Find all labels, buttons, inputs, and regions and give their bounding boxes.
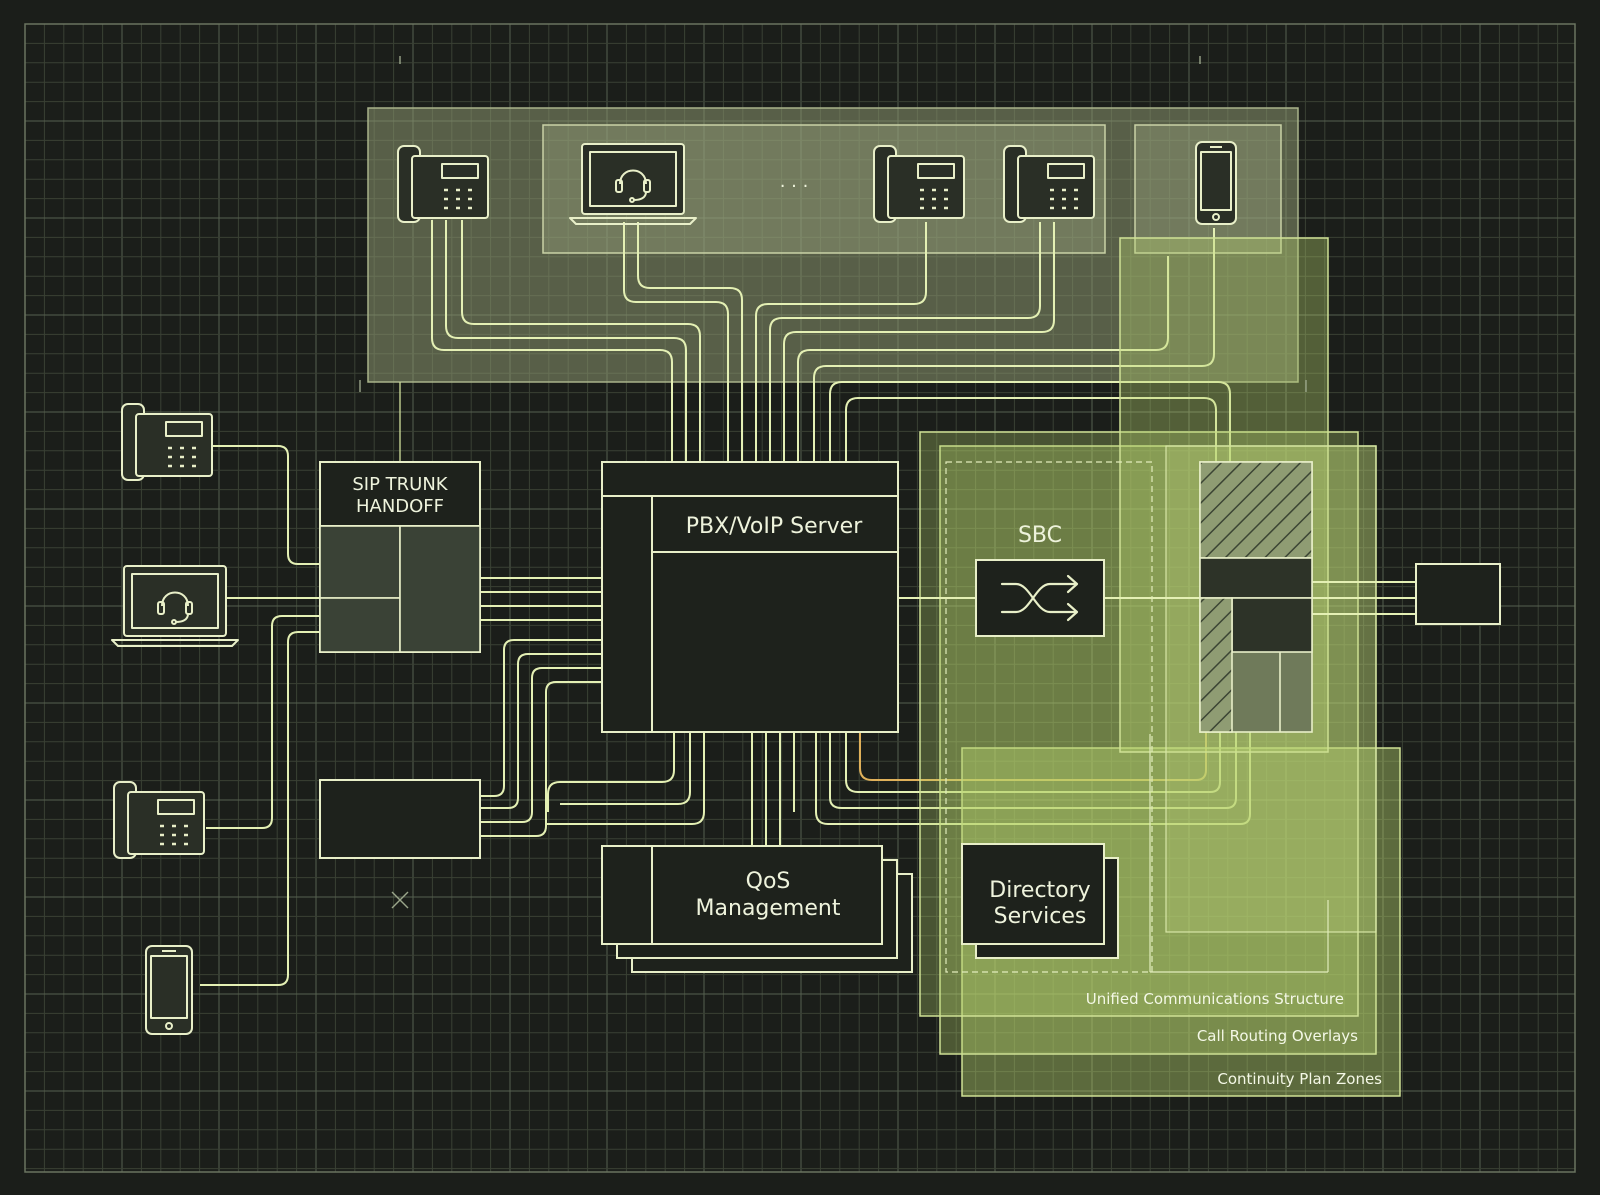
top-desk-phone-3 [1003,145,1095,223]
qos-label-line1: QoS [746,869,791,894]
left-endpoint-wires [200,445,320,986]
pbx-bottom-wires [546,730,1251,846]
qos-management: QoS Management [601,845,913,973]
headset-icon [157,591,193,625]
shuffle-icon [1000,574,1079,622]
directory-services: Directory Services [961,843,1119,959]
top-ellipsis: · · · [780,176,809,197]
sip-trunk-label-line1: SIP TRUNK [352,474,448,495]
desk-phone-icon [887,155,965,219]
desk-phone-icon [1017,155,1095,219]
left-agent-laptop [111,565,239,647]
mobile-phone-icon [1195,141,1237,225]
pbx-label: PBX/VoIP Server [686,514,863,539]
left-mobile-phone [145,945,193,1035]
gateway-box [319,779,481,859]
diagram-frame [24,23,1576,1173]
zone-label-unified: Unified Communications Structure [1086,990,1344,1008]
sbc-label: SBC [1018,523,1062,548]
laptop-icon [123,565,227,637]
directory-label-line1: Directory [989,878,1090,903]
top-endpoints-panel [367,107,1299,383]
laptop-icon [581,143,685,215]
mobile-phone-icon [145,945,193,1035]
top-agent-laptop [569,143,697,225]
zone-label-continuity: Continuity Plan Zones [1217,1070,1382,1088]
trunk-links [480,577,602,837]
top-endpoint-wires [399,220,1231,468]
sbc: SBC [975,523,1105,637]
desk-phone-icon [411,155,489,219]
qos-label-line2: Management [696,896,841,921]
desk-phone-icon [135,413,213,477]
external-network-box [1415,563,1501,625]
sip-trunk-label-line2: HANDOFF [356,496,444,517]
top-desk-phone-1 [397,145,489,223]
continuity-plan-zone [961,747,1401,1097]
left-desk-phone-1 [121,403,213,481]
routing-table-block [1199,461,1313,733]
directory-label-line2: Services [994,904,1087,929]
registration-marks [359,56,1307,909]
desk-phone-icon [127,791,205,855]
sip-trunk-handoff: SIP TRUNK HANDOFF [319,461,481,653]
pbx-voip-server: PBX/VoIP Server [601,461,899,733]
left-desk-phone-2 [113,781,205,859]
headset-icon [615,169,651,203]
top-desk-phone-2 [873,145,965,223]
top-mobile-phone [1195,141,1237,225]
zone-label-routing: Call Routing Overlays [1197,1027,1358,1045]
